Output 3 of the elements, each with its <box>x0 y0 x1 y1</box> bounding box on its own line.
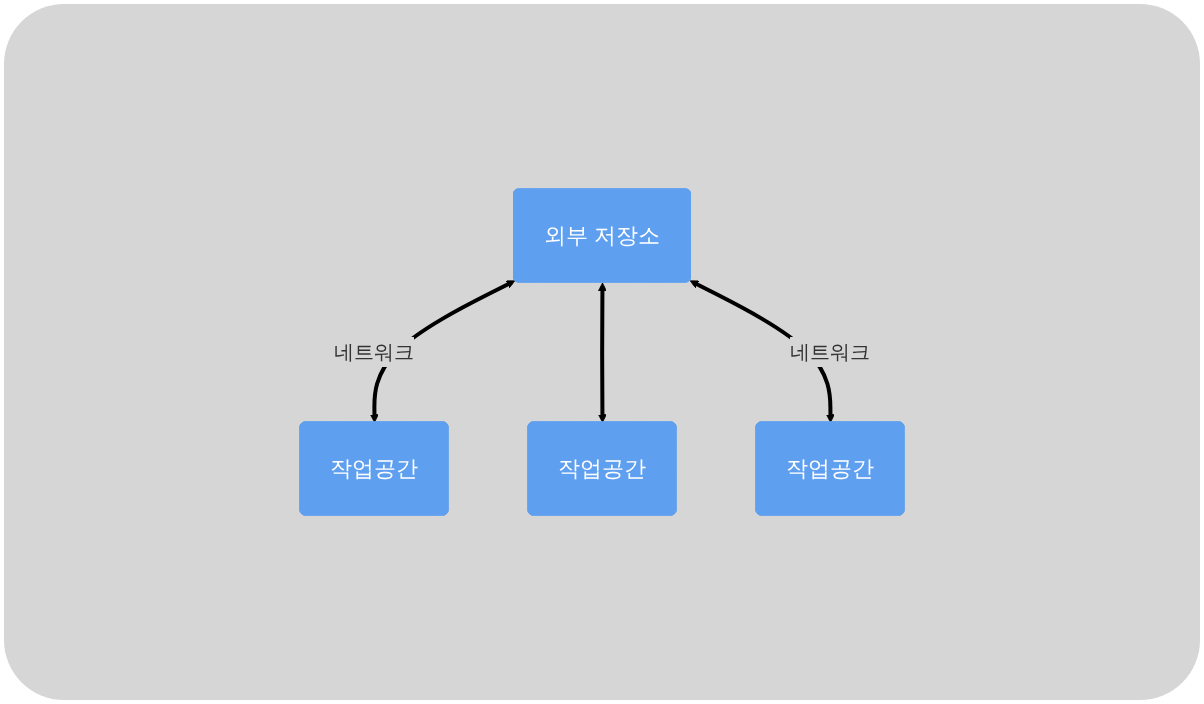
edge-label: 네트워크 <box>334 340 414 364</box>
edge-label: 네트워크 <box>790 340 870 364</box>
arrow <box>598 282 607 423</box>
